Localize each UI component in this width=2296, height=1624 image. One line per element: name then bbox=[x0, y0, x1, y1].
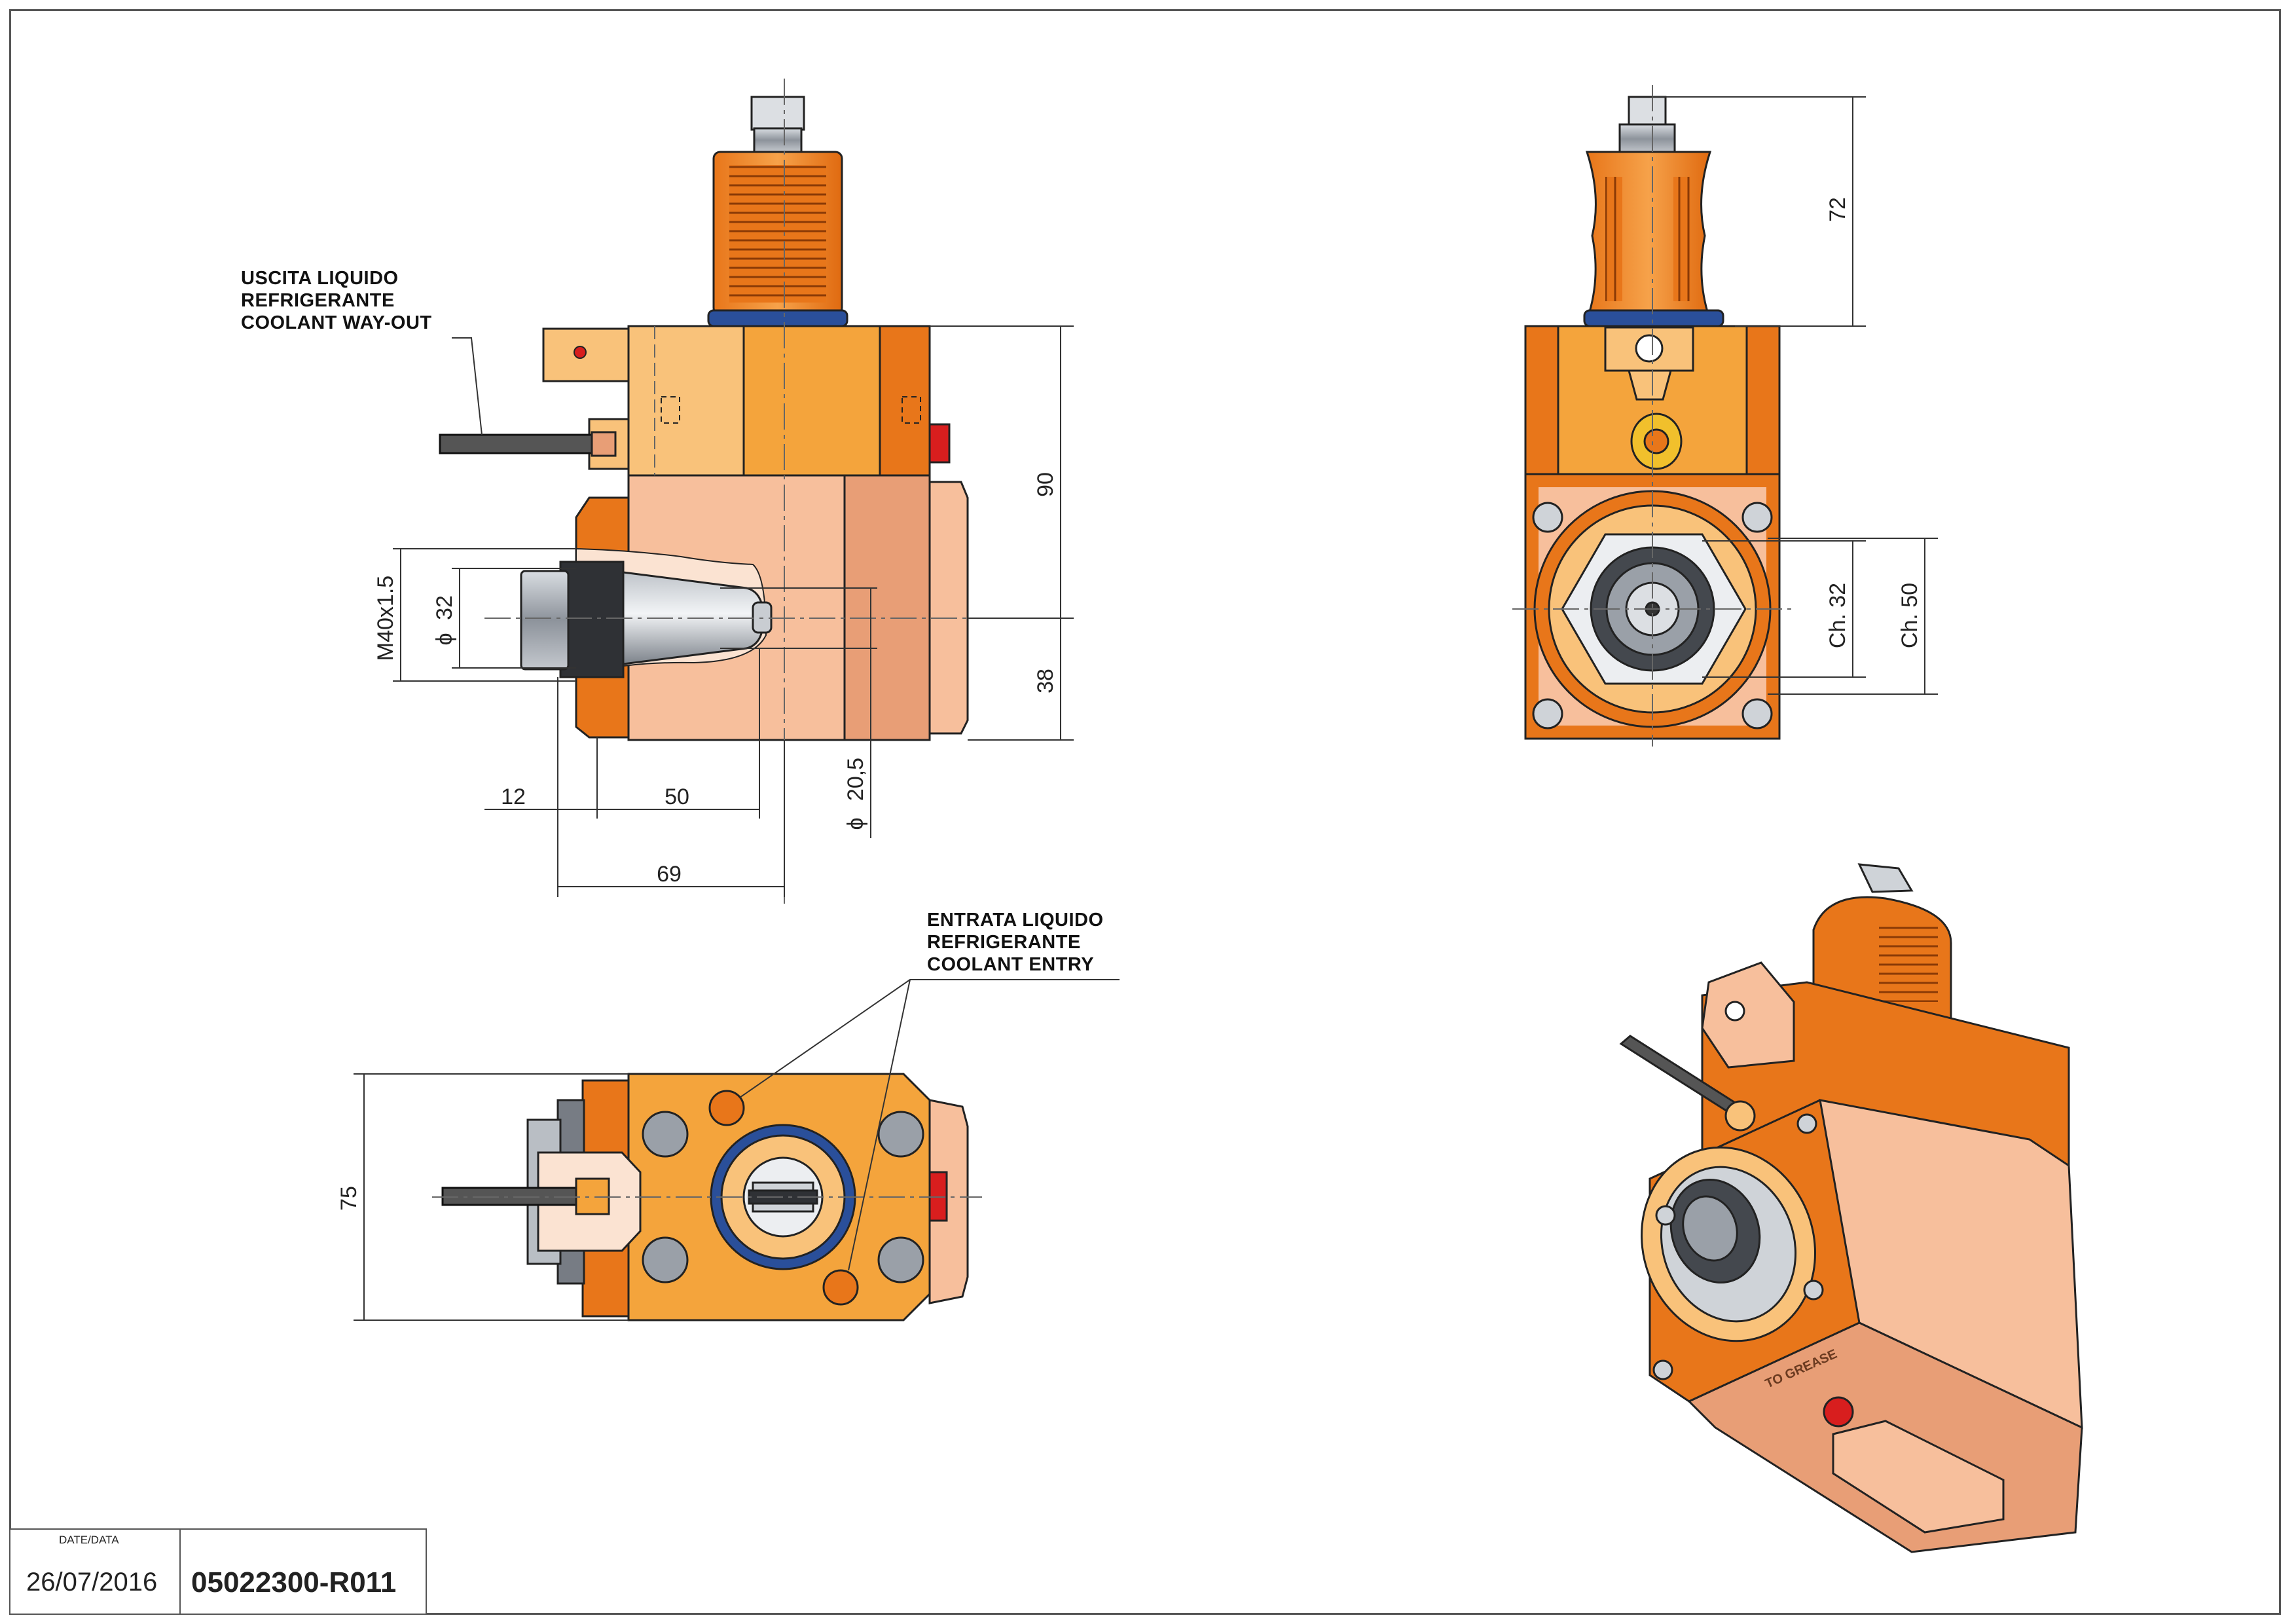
dim-side-90: 90 bbox=[1033, 472, 1058, 497]
side-upper-body-edge bbox=[879, 325, 931, 477]
top-view bbox=[354, 979, 1120, 1321]
dim-top-75: 75 bbox=[337, 1186, 361, 1211]
iso-grease-plug bbox=[1823, 1396, 1854, 1428]
dim-bore: 32 bbox=[432, 595, 457, 620]
side-collet bbox=[520, 570, 570, 671]
note-coolant-in-line1: ENTRATA LIQUIDO bbox=[927, 910, 1104, 931]
dim-len-12: 12 bbox=[501, 784, 526, 809]
drawing-frame bbox=[9, 9, 2281, 1615]
dim-ch32: Ch. 32 bbox=[1825, 583, 1850, 648]
note-coolant-in-line3: COOLANT ENTRY bbox=[927, 954, 1095, 975]
note-coolant-out-line3: COOLANT WAY-OUT bbox=[241, 312, 432, 333]
note-coolant-in-line2: REFRIGERANTE bbox=[927, 932, 1081, 953]
side-upper-body-face bbox=[627, 325, 745, 477]
title-block-date-cell bbox=[9, 1528, 181, 1615]
title-block-code-cell bbox=[179, 1528, 427, 1615]
date-label: DATE/DATA bbox=[59, 1534, 119, 1546]
dim-front-72: 72 bbox=[1825, 197, 1850, 222]
side-spindle-thread bbox=[729, 165, 826, 303]
date-value: 26/07/2016 bbox=[26, 1568, 158, 1596]
front-view bbox=[1512, 85, 1938, 747]
drawing-code: 05022300-R011 bbox=[191, 1566, 397, 1598]
dim-ch50: Ch. 50 bbox=[1897, 583, 1922, 648]
iso-side-face bbox=[1819, 1099, 2083, 1430]
dim-bore-small: 20,5 bbox=[843, 758, 868, 801]
side-collet-nut bbox=[559, 561, 625, 678]
dim-bore-symbol: ϕ bbox=[432, 633, 457, 645]
dim-len-50: 50 bbox=[665, 784, 689, 809]
iso-to-grease-label: TO GREASE bbox=[1763, 1347, 1839, 1392]
note-coolant-entry: ENTRATA LIQUIDO REFRIGERANTE COOLANT ENT… bbox=[927, 909, 1104, 976]
side-lower-flange bbox=[928, 481, 969, 735]
dim-side-38: 38 bbox=[1033, 669, 1058, 693]
dim-len-69: 69 bbox=[657, 862, 682, 887]
note-coolant-out-line2: REFRIGERANTE bbox=[241, 290, 395, 311]
side-coolant-pipe bbox=[439, 434, 598, 454]
side-red-plug bbox=[928, 423, 951, 464]
dim-bore-small-symbol: ϕ bbox=[843, 817, 868, 830]
note-coolant-way-out: USCITA LIQUIDO REFRIGERANTE COOLANT WAY-… bbox=[241, 267, 432, 334]
side-view bbox=[393, 79, 1074, 904]
iso-coolant-block bbox=[1701, 961, 1795, 1069]
isometric-view bbox=[1619, 863, 2083, 1553]
note-coolant-out-line1: USCITA LIQUIDO bbox=[241, 268, 399, 289]
dim-thread: M40x1.5 bbox=[373, 576, 398, 661]
